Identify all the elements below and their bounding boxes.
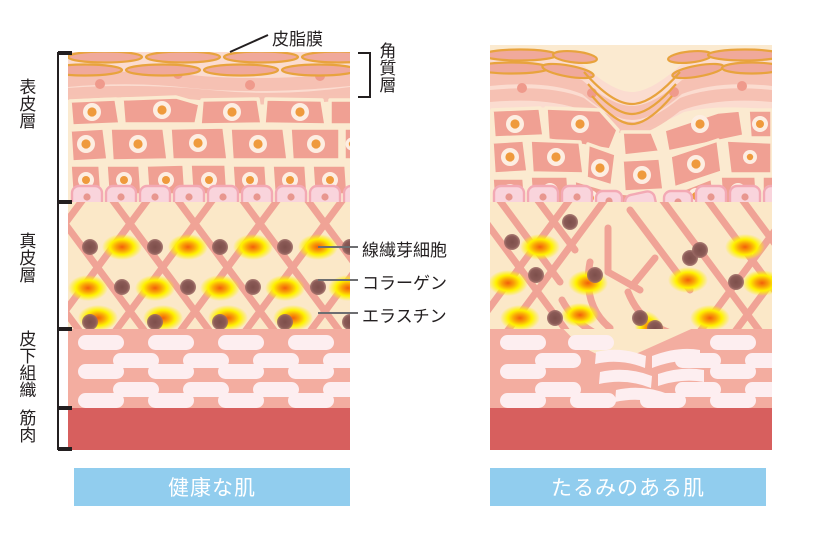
stratum-corneum-flakes-sagging [490,48,772,80]
fibroblast-cells [68,234,350,329]
layer-label-muscle: 筋肉 [15,409,36,443]
stratum-corneum-flakes [68,52,350,77]
callout-label-collagen: コラーゲン [362,274,447,294]
leader-sebum-film [229,34,269,53]
muscle-layer-healthy [68,408,350,450]
sebum-film-dip [583,71,681,126]
elastin-nodes-sagging [504,214,744,329]
caption-sagging-skin: たるみのある肌 [490,468,766,506]
epidermis-sagging [490,45,772,202]
callout-label-elastin: エラスチン [362,307,447,327]
muscle-layer-sagging [490,408,772,450]
basal-layer-sagging [492,184,772,202]
elastin-nodes [82,239,350,329]
panel-healthy-artwork [68,52,350,450]
epidermis-nuclei [77,101,350,188]
label-sebum-film: 皮脂膜 [272,30,323,50]
subcutaneous-tissue-sagging [490,329,772,408]
layer-label-subcutaneous: 皮下組織 [15,330,36,398]
epidermis-healthy [68,52,350,202]
basal-layer-healthy [70,184,350,202]
callout-label-fibroblast: 線繊芽細胞 [362,241,447,261]
label-stratum-corneum: 角質層 [375,42,396,93]
bracket-stratum-corneum [358,52,371,98]
layer-label-epidermis: 表皮層 [15,78,36,129]
panel-sagging-artwork [490,45,772,450]
layer-label-dermis: 真皮層 [15,232,36,283]
caption-healthy-skin: 健康な肌 [74,468,350,506]
subcutaneous-tissue-healthy [68,329,350,408]
callout-leaders [229,34,371,314]
layer-brackets [57,51,72,451]
